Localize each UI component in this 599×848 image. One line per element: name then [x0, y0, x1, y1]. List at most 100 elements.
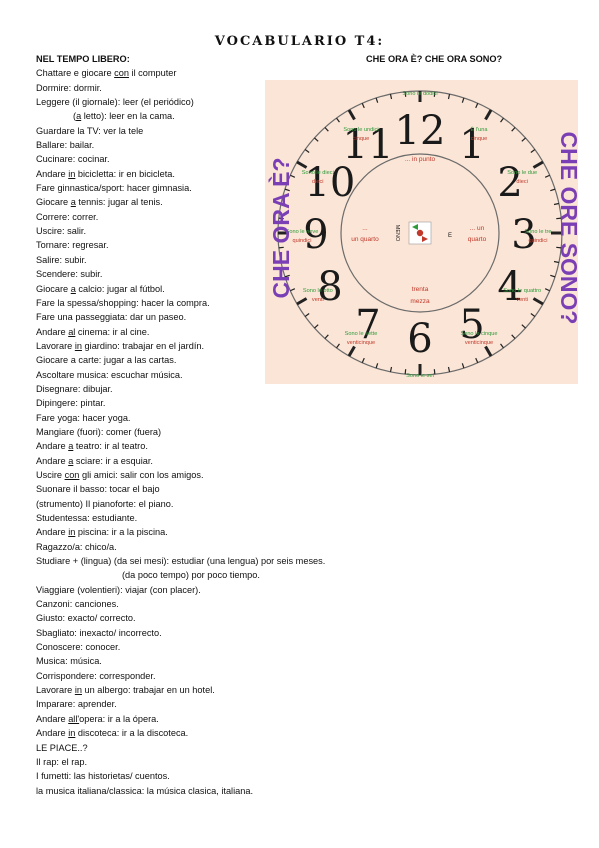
- minute-tick: [447, 366, 451, 373]
- minute-tick: [475, 103, 479, 109]
- minute-tick: [500, 343, 504, 349]
- clock-heading: CHE ORA È? CHE ORA SONO?: [366, 54, 503, 64]
- hour-phrase: Sono le sei: [406, 373, 434, 379]
- hour-phrase: venti: [516, 297, 528, 303]
- vocab-text: un albergo: trabajar en un hotel.: [81, 685, 215, 696]
- vocab-line: Fare la spessa/shopping: hacer la compra…: [36, 296, 366, 310]
- vocab-text: Conoscere: conocer.: [36, 642, 121, 653]
- clock-numeral: 2: [497, 160, 522, 206]
- vocab-line: NEL TEMPO LIBERO:: [36, 52, 366, 66]
- vocab-line: Giusto: exacto/ correcto.: [36, 611, 366, 625]
- minute-tick: [280, 260, 287, 264]
- vocab-line: (da poco tempo) por poco tiempo.: [36, 568, 366, 582]
- vocab-line: Guardare la TV: ver la tele: [36, 124, 366, 138]
- minute-tick: [304, 149, 310, 153]
- vocab-text: Fare la spessa/shopping: hacer la compra…: [36, 297, 210, 308]
- underlined-word: in: [68, 527, 76, 538]
- vocab-text: Scendere: subir.: [36, 269, 103, 280]
- vocab-text: gli amici: salir con los amigos.: [79, 469, 204, 480]
- vocab-text: Studiare + (lingua) (da sei mesi): estud…: [36, 556, 326, 567]
- vocab-text: la musica italiana/classica: la música c…: [36, 785, 254, 796]
- minute-tick: [375, 97, 379, 103]
- vocab-line: Il rap: el rap.: [36, 755, 366, 769]
- vocab-text: Andare: [36, 527, 69, 538]
- emblem-arrow-red: [422, 236, 428, 242]
- hour-tick: [484, 109, 493, 121]
- minute-tick: [544, 174, 550, 178]
- emblem-arrow-green: [412, 224, 418, 230]
- clock-numeral: 9: [303, 212, 328, 258]
- hour-phrase: Sono le cinque: [460, 331, 497, 337]
- minute-tick: [290, 288, 296, 292]
- minute-tick: [530, 149, 536, 153]
- vocab-text: Fare ginnastica/sport: hacer gimnasia.: [36, 183, 192, 194]
- vocab-line: Andare all'opera: ir a la ópera.: [36, 712, 366, 726]
- underlined-word: al: [68, 326, 76, 337]
- vocab-text: Andare: [36, 728, 69, 739]
- inner-label-right: quarto: [468, 236, 487, 243]
- vocab-text: Uscire: [36, 469, 65, 480]
- vocab-text: Corrispondere: corresponder.: [36, 670, 156, 681]
- hour-phrase: cinque: [471, 136, 487, 142]
- clock-numeral: 1: [459, 122, 484, 168]
- vocab-text: Suonare il basso: tocar el bajo: [36, 484, 160, 495]
- clock-numeral: 8: [317, 264, 342, 310]
- vocab-line: Ascoltare musica: escuchar música.: [36, 368, 366, 382]
- inner-label-right: ... un: [470, 225, 485, 232]
- vocab-line: Andare in bicicletta: ir en bicicleta.: [36, 167, 366, 181]
- inner-label-left: un quarto: [351, 236, 379, 243]
- vocab-text: Andare: [36, 455, 69, 466]
- minute-tick: [278, 246, 284, 249]
- vocab-line: Fare yoga: hacer yoga.: [36, 411, 366, 425]
- vocab-line: Salire: subir.: [36, 253, 366, 267]
- vocab-text: Giocare: [36, 197, 71, 208]
- vocab-line: Scendere: subir.: [36, 267, 366, 281]
- minute-tick: [361, 103, 365, 109]
- underlined-word: a: [68, 455, 74, 466]
- minute-tick: [521, 137, 526, 142]
- vocab-line: Fare ginnastica/sport: hacer gimnasia.: [36, 181, 366, 195]
- vocab-line: Giocare a calcio: jugar al fútbol.: [36, 282, 366, 296]
- vocab-text: Chattare e giocare: [36, 68, 115, 79]
- hour-phrase: venti: [312, 297, 324, 303]
- minute-tick: [375, 363, 379, 369]
- page-title: VOCABULARIO T4:: [214, 34, 385, 49]
- clock-numeral: 12: [395, 108, 446, 154]
- vocab-text: Sbagliato: inexacto/ incorrecto.: [36, 627, 162, 638]
- center-emblem-icon: [408, 221, 432, 245]
- vocab-line: Andare al cinema: ir al cine.: [36, 325, 366, 339]
- hour-phrase: dieci: [516, 179, 528, 185]
- minute-tick: [389, 366, 393, 373]
- vocab-line: la musica italiana/classica: la música c…: [36, 784, 366, 798]
- vocab-text: Musica: música.: [36, 656, 102, 667]
- minute-tick: [553, 202, 560, 206]
- minute-tick: [314, 137, 319, 142]
- vocab-line: Viaggiare (volentieri): viajar (con plac…: [36, 583, 366, 597]
- vocab-line: Andare in discoteca: ir a la discoteca.: [36, 726, 366, 740]
- hour-phrase: È l'una: [471, 126, 489, 133]
- vocab-line: Lavorare in giardino: trabajar en el jar…: [36, 339, 366, 353]
- minute-tick: [404, 369, 407, 375]
- minute-tick: [284, 188, 290, 192]
- vocab-text: Giocare: [36, 283, 71, 294]
- minute-tick: [500, 117, 504, 123]
- minute-tick: [521, 324, 526, 329]
- vocab-text: Ascoltare musica: escuchar música.: [36, 369, 183, 380]
- hour-tick: [484, 345, 493, 357]
- vocab-line: Correre: correr.: [36, 210, 366, 224]
- vocab-text: Andare: [36, 713, 69, 724]
- vocab-line: Mangiare (fuori): comer (fuera): [36, 425, 366, 439]
- minute-tick: [461, 97, 465, 103]
- vocab-text: Giusto: exacto/ correcto.: [36, 613, 136, 624]
- minute-tick: [304, 313, 310, 317]
- vocab-text: cinema: ir al cine.: [75, 326, 150, 337]
- clock-inner-ring: [340, 153, 500, 313]
- hour-phrase: venticinque: [465, 340, 493, 346]
- vocab-line: Andare in piscina: ir a la piscina.: [36, 525, 366, 539]
- vocab-text: calcio: jugar al fútbol.: [75, 283, 165, 294]
- vocab-text: letto): leer en la cama.: [81, 111, 175, 122]
- minute-tick: [284, 274, 290, 278]
- e-label: E: [448, 233, 452, 239]
- minute-tick: [336, 117, 340, 123]
- hour-phrase: Sono le quattro: [503, 288, 541, 294]
